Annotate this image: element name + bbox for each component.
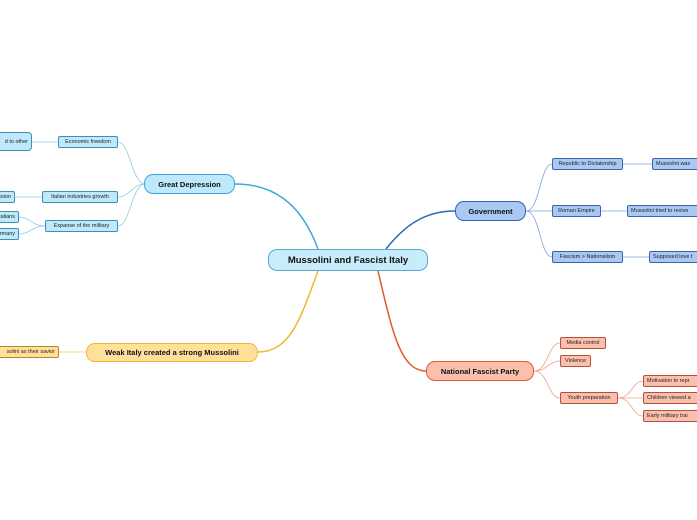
leaf-economic-freedom-label: d to other — [4, 138, 28, 145]
leaf-roman-empire[interactable]: Mussolini tried to revive — [627, 205, 697, 217]
subtopic-expanse-of-military-label: Expanse of the military — [53, 223, 110, 229]
subtopic-roman-empire[interactable]: Roman Empire — [552, 205, 601, 217]
leaf-military-1-label: talians — [0, 214, 15, 220]
link-nfp-youth — [533, 370, 561, 399]
topic-great-depression[interactable]: Great Depression — [144, 174, 235, 194]
link-root-great-depression — [234, 183, 319, 250]
subtopic-economic-freedom[interactable]: Economic freedom — [58, 136, 118, 148]
root-topic[interactable]: Mussolini and Fascist Italy — [268, 249, 428, 271]
subtopic-italian-industries-growth-label: Italian industries growth — [51, 194, 109, 200]
subtopic-media-control[interactable]: Media control — [560, 337, 606, 349]
subtopic-youth-preparation[interactable]: Youth preparation — [560, 392, 618, 404]
leaf-youth-3[interactable]: Early military trai — [643, 410, 697, 422]
topic-great-depression-label: Great Depression — [158, 179, 221, 189]
topic-national-fascist-party[interactable]: National Fascist Party — [426, 361, 534, 381]
leaf-youth-2[interactable]: Children viewed a — [643, 392, 697, 404]
leaf-youth-2-label: Children viewed a — [647, 395, 691, 401]
subtopic-republic-to-dictatorship[interactable]: Republic to Dictatorship — [552, 158, 623, 170]
link-youth-leaf-3 — [617, 397, 644, 417]
link-nfp-media — [533, 342, 561, 372]
subtopic-media-control-label: Media control — [566, 340, 600, 346]
leaf-military-2-label: rmany — [0, 231, 15, 237]
link-youth-leaf-1 — [617, 380, 644, 399]
link-root-government — [385, 210, 456, 250]
link-mil-leaf-2 — [18, 225, 46, 235]
link-mil-leaf-1 — [18, 216, 46, 227]
link-nfp-violence — [533, 360, 561, 372]
subtopic-economic-freedom-label: Economic freedom — [65, 139, 111, 145]
leaf-weak-italy[interactable]: solini as their savior — [0, 346, 59, 358]
leaf-fascism[interactable]: Supposed love t — [649, 251, 697, 263]
subtopic-youth-preparation-label: Youth preparation — [567, 395, 611, 401]
leaf-economic-freedom[interactable]: d to other — [0, 132, 32, 151]
link-gd-economic-freedom — [117, 141, 146, 185]
subtopic-roman-empire-label: Roman Empire — [558, 208, 595, 214]
link-root-national-fascist-party — [377, 270, 427, 372]
leaf-fascism-label: Supposed love t — [653, 254, 693, 260]
topic-government-label: Government — [468, 206, 513, 216]
subtopic-fascism-nationalism-label: Fascism > Nationalism — [559, 254, 616, 260]
link-gov-republic — [525, 163, 553, 212]
link-root-weak-italy — [257, 270, 319, 353]
subtopic-violence[interactable]: Violence — [560, 355, 591, 367]
leaf-italian-industries[interactable]: ssion — [0, 191, 15, 203]
leaf-roman-empire-label: Mussolini tried to revive — [631, 208, 689, 214]
leaf-republic-label: Mussolini was — [656, 161, 691, 167]
leaf-youth-1[interactable]: Motivation to repr — [643, 375, 697, 387]
topic-government[interactable]: Government — [455, 201, 526, 221]
leaf-weak-italy-label: solini as their savior — [6, 349, 55, 355]
topic-weak-italy-label: Weak Italy created a strong Mussolini — [105, 348, 239, 357]
subtopic-republic-to-dictatorship-label: Republic to Dictatorship — [558, 161, 617, 167]
topic-weak-italy[interactable]: Weak Italy created a strong Mussolini — [86, 343, 258, 362]
subtopic-fascism-nationalism[interactable]: Fascism > Nationalism — [552, 251, 623, 263]
subtopic-violence-label: Violence — [565, 358, 586, 364]
leaf-military-2[interactable]: rmany — [0, 228, 19, 240]
link-gov-fascism — [525, 210, 553, 258]
leaf-italian-industries-label: ssion — [0, 194, 11, 200]
leaf-youth-3-label: Early military trai — [647, 413, 688, 419]
topic-national-fascist-party-label: National Fascist Party — [440, 366, 520, 376]
subtopic-italian-industries-growth[interactable]: Italian industries growth — [42, 191, 118, 203]
leaf-youth-1-label: Motivation to repr — [647, 378, 690, 384]
leaf-military-1[interactable]: talians — [0, 211, 19, 223]
leaf-republic[interactable]: Mussolini was — [652, 158, 697, 170]
subtopic-expanse-of-military[interactable]: Expanse of the military — [45, 220, 118, 232]
root-topic-label: Mussolini and Fascist Italy — [287, 254, 409, 266]
link-gd-military — [117, 183, 146, 227]
